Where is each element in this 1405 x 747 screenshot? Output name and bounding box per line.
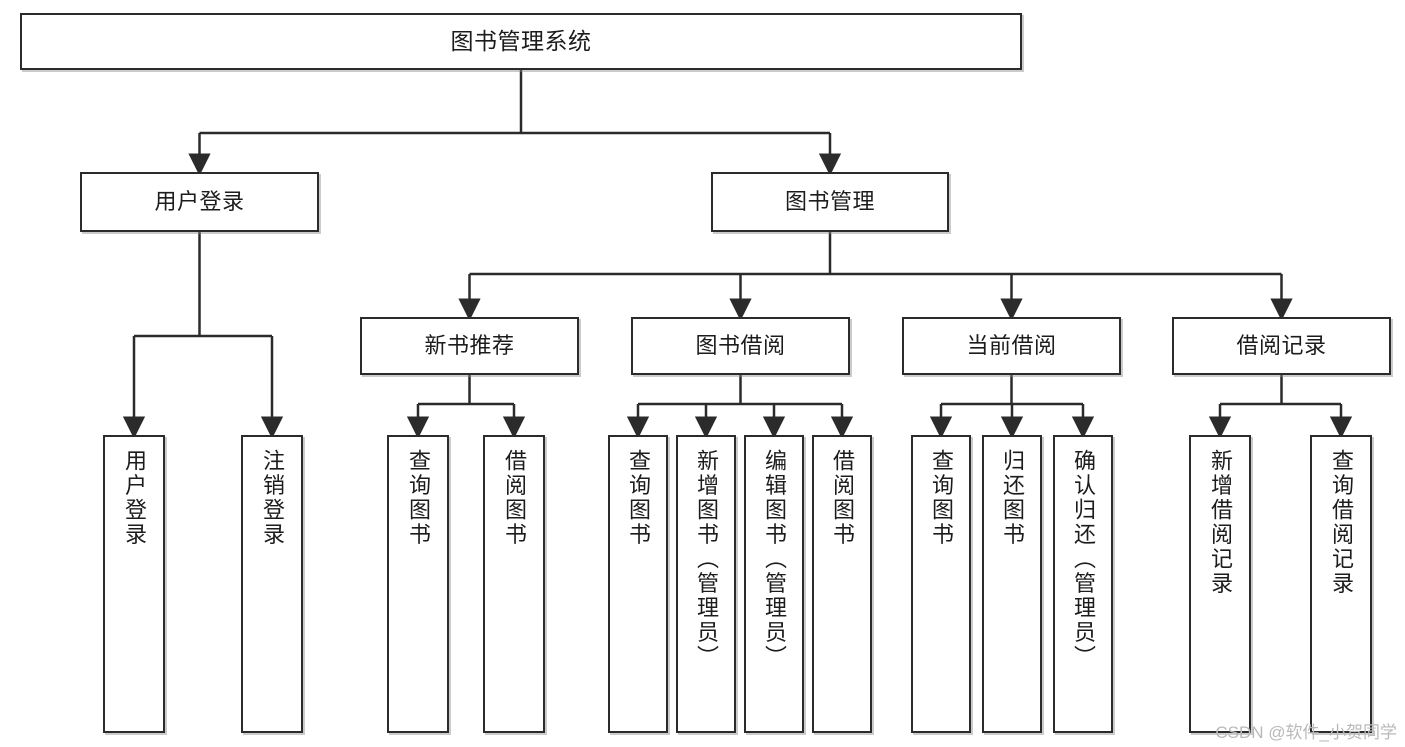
node-label-current-borrow: 当前借阅 bbox=[966, 332, 1057, 358]
node-leaf-confirm[interactable]: 确认归还（管理员） bbox=[1053, 435, 1113, 733]
node-new-book-rec[interactable]: 新书推荐 bbox=[360, 317, 579, 375]
node-label-leaf-q-book-1: 查询图书 bbox=[405, 449, 431, 547]
node-label-leaf-q-book-2: 查询图书 bbox=[625, 449, 651, 547]
node-label-leaf-b-book-1: 借阅图书 bbox=[501, 449, 527, 547]
node-leaf-return[interactable]: 归还图书 bbox=[982, 435, 1042, 733]
node-label-borrow-record: 借阅记录 bbox=[1236, 332, 1327, 358]
node-label-leaf-return: 归还图书 bbox=[999, 449, 1025, 547]
node-leaf-add-rec[interactable]: 新增借阅记录 bbox=[1189, 435, 1251, 733]
node-book-manage[interactable]: 图书管理 bbox=[711, 172, 949, 232]
node-label-leaf-add-rec: 新增借阅记录 bbox=[1207, 449, 1233, 596]
node-user-login[interactable]: 用户登录 bbox=[80, 172, 319, 232]
node-leaf-b-book-2[interactable]: 借阅图书 bbox=[812, 435, 872, 733]
node-leaf-add-book[interactable]: 新增图书（管理员） bbox=[676, 435, 736, 733]
node-leaf-b-book-1[interactable]: 借阅图书 bbox=[483, 435, 545, 733]
node-borrow-record[interactable]: 借阅记录 bbox=[1172, 317, 1391, 375]
node-leaf-logout[interactable]: 注销登录 bbox=[241, 435, 303, 733]
connector-paths bbox=[122, 70, 1353, 439]
node-leaf-user-login[interactable]: 用户登录 bbox=[103, 435, 165, 733]
node-leaf-q-book-3[interactable]: 查询图书 bbox=[911, 435, 971, 733]
node-label-book-manage: 图书管理 bbox=[784, 188, 875, 214]
node-label-leaf-q-book-3: 查询图书 bbox=[928, 449, 954, 547]
node-label-leaf-query-rec: 查询借阅记录 bbox=[1328, 449, 1354, 596]
node-label-leaf-confirm: 确认归还（管理员） bbox=[1070, 449, 1096, 670]
node-book-borrow[interactable]: 图书借阅 bbox=[631, 317, 850, 375]
node-label-leaf-user-login: 用户登录 bbox=[121, 449, 147, 547]
node-current-borrow[interactable]: 当前借阅 bbox=[902, 317, 1121, 375]
node-leaf-q-book-1[interactable]: 查询图书 bbox=[387, 435, 449, 733]
node-label-user-login: 用户登录 bbox=[154, 188, 245, 214]
node-leaf-edit-book[interactable]: 编辑图书（管理员） bbox=[744, 435, 804, 733]
node-leaf-query-rec[interactable]: 查询借阅记录 bbox=[1310, 435, 1372, 733]
node-label-leaf-add-book: 新增图书（管理员） bbox=[693, 449, 719, 670]
node-label-leaf-logout: 注销登录 bbox=[259, 449, 285, 547]
node-label-book-borrow: 图书借阅 bbox=[695, 332, 786, 358]
node-root[interactable]: 图书管理系统 bbox=[20, 13, 1022, 70]
node-label-new-book-rec: 新书推荐 bbox=[424, 332, 515, 358]
node-leaf-q-book-2[interactable]: 查询图书 bbox=[608, 435, 668, 733]
node-label-leaf-edit-book: 编辑图书（管理员） bbox=[761, 449, 787, 670]
node-label-root: 图书管理系统 bbox=[450, 27, 592, 54]
node-label-leaf-b-book-2: 借阅图书 bbox=[829, 449, 855, 547]
